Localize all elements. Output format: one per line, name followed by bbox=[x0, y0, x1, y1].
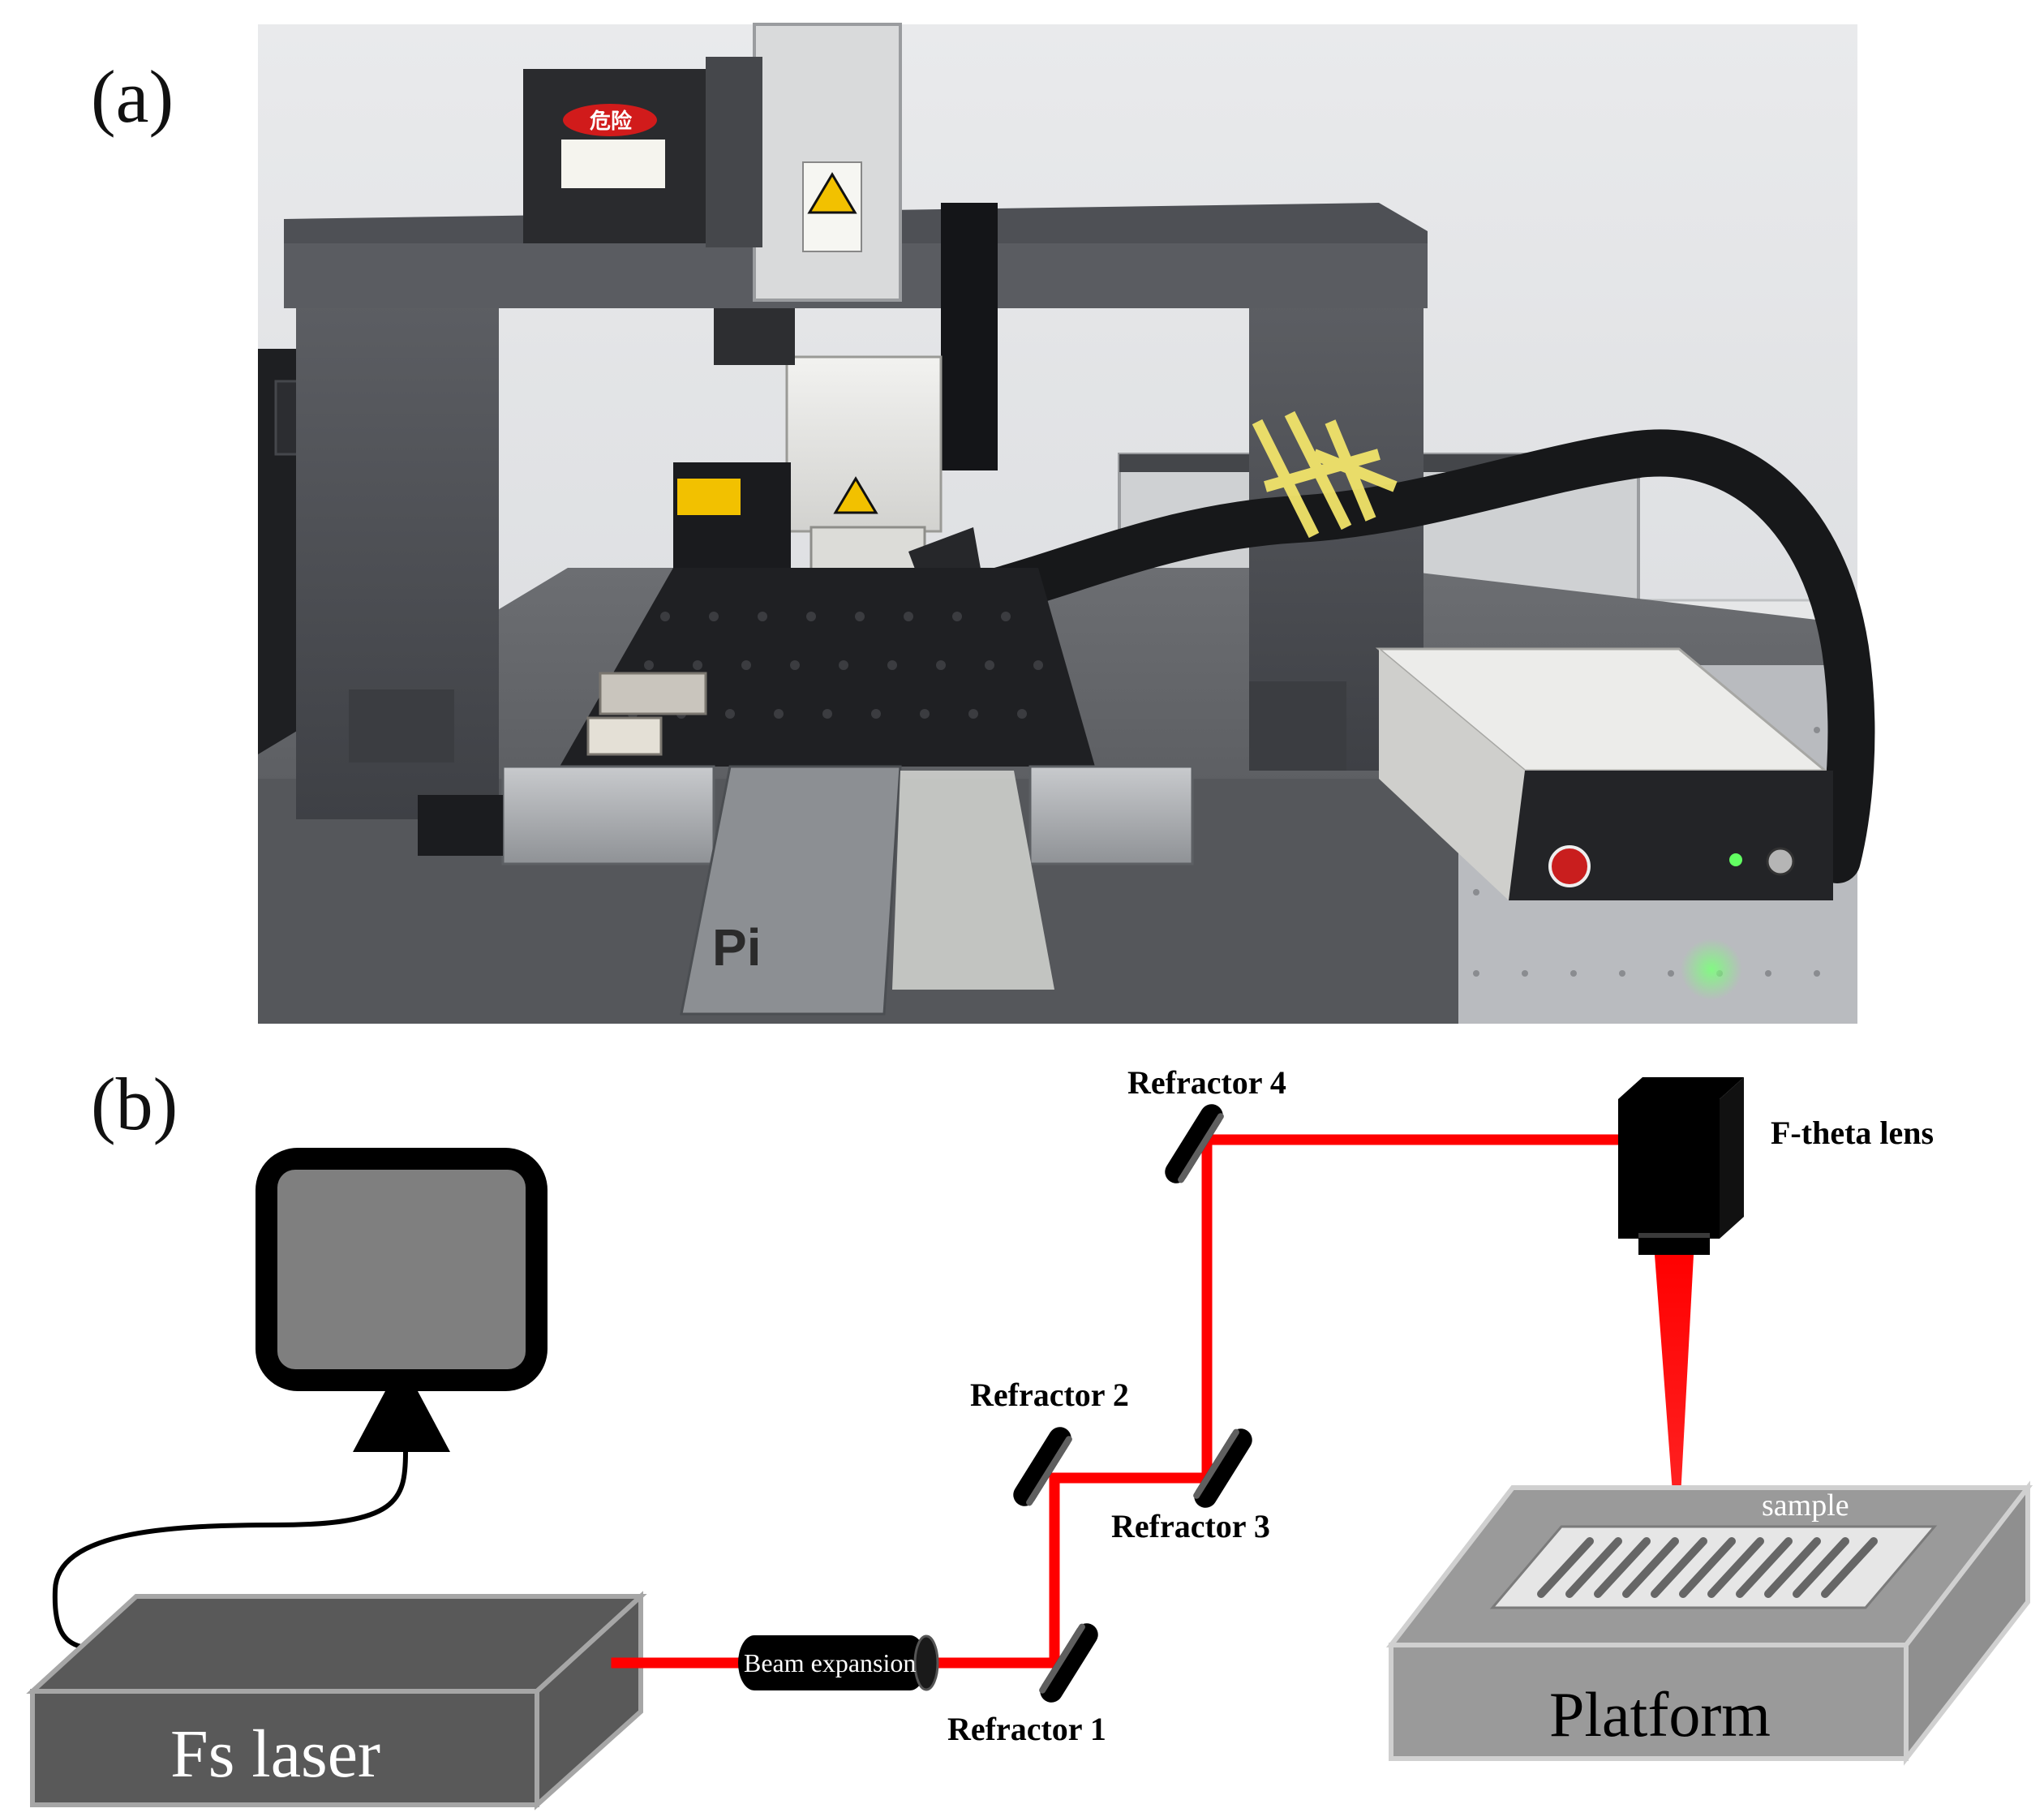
right-foot bbox=[1249, 681, 1346, 771]
refractor-2-label: Refractor 2 bbox=[970, 1377, 1129, 1413]
refractor-1-label: Refractor 1 bbox=[947, 1711, 1106, 1747]
refractor-1-mirror bbox=[1039, 1623, 1098, 1703]
stepper-motor bbox=[418, 795, 503, 856]
power-led bbox=[1729, 853, 1742, 866]
f-theta-lens-device: F-theta lens bbox=[1618, 1077, 1934, 1255]
refractor-4-label: Refractor 4 bbox=[1127, 1064, 1286, 1101]
camera-mount bbox=[714, 308, 795, 365]
galvo-warning-label bbox=[677, 479, 741, 515]
fume-extraction-hose bbox=[917, 429, 1875, 883]
f-theta-lens-side bbox=[1720, 1077, 1744, 1239]
left-foot bbox=[349, 689, 454, 762]
y-translation-stage bbox=[1028, 765, 1194, 866]
long-travel-rail bbox=[680, 765, 902, 1016]
f-theta-lens-top bbox=[1618, 1077, 1744, 1099]
shutter-side-panel bbox=[706, 57, 762, 247]
key-switch bbox=[1766, 847, 1795, 876]
panel-a-label: (a) bbox=[91, 55, 174, 138]
acrylic-cover bbox=[892, 771, 1054, 990]
fs-laser-label: Fs laser bbox=[170, 1716, 380, 1792]
refractor-3-mirror bbox=[1193, 1428, 1252, 1508]
x-translation-stage bbox=[501, 765, 715, 866]
beam-expansion-label: Beam expansion bbox=[744, 1648, 916, 1677]
beam-expansion-end bbox=[913, 1634, 939, 1691]
galvo-warning-triangle bbox=[833, 476, 878, 514]
danger-sign-plate bbox=[561, 140, 665, 188]
fs-laser-device: Fs laser bbox=[26, 1591, 647, 1811]
sample-plate-2 bbox=[586, 716, 663, 756]
sample-plate-1 bbox=[599, 672, 707, 715]
beam-expansion-body bbox=[738, 1635, 926, 1690]
danger-sign bbox=[563, 104, 657, 136]
green-laser-spot bbox=[1681, 939, 1742, 1000]
f-theta-lens-label: F-theta lens bbox=[1771, 1115, 1934, 1151]
cable-chain bbox=[941, 203, 998, 470]
emergency-stop-button bbox=[1548, 845, 1591, 887]
lab-photo: 危险 Pi bbox=[258, 23, 1875, 1024]
monitor-cable bbox=[52, 1451, 408, 1649]
laser-warning-triangle bbox=[807, 172, 857, 214]
danger-sign-text: 危险 bbox=[590, 109, 633, 133]
panel-b-label: (b) bbox=[91, 1063, 178, 1145]
laser-controller-side bbox=[1379, 649, 1525, 900]
focused-laser-cone bbox=[1655, 1255, 1694, 1557]
platform-device: Platform sample bbox=[1385, 1480, 2033, 1766]
sample-label: sample bbox=[1762, 1488, 1849, 1523]
sample-grating-lines bbox=[1537, 1537, 1878, 1598]
laser-beam-path bbox=[611, 1134, 1624, 1669]
refractor-3-label: Refractor 3 bbox=[1111, 1508, 1270, 1544]
refractor-4-mirror bbox=[1165, 1104, 1224, 1183]
monitor-screen bbox=[277, 1170, 526, 1369]
stage-holes bbox=[628, 612, 1043, 719]
f-theta-lens-nozzle-band bbox=[1638, 1233, 1710, 1238]
fs-laser-front bbox=[30, 1689, 539, 1807]
beam-expansion-device: Beam expansion bbox=[738, 1634, 939, 1691]
platform-front bbox=[1389, 1643, 1909, 1761]
computer-monitor-icon bbox=[256, 1148, 548, 1452]
refractor-2-mirror bbox=[1013, 1427, 1072, 1506]
platform-label: Platform bbox=[1549, 1679, 1771, 1750]
monitor-stand bbox=[353, 1391, 450, 1452]
f-theta-lens-body bbox=[1618, 1099, 1720, 1239]
stage-brand-label: Pi bbox=[712, 918, 761, 977]
yellow-tape bbox=[1252, 410, 1398, 539]
